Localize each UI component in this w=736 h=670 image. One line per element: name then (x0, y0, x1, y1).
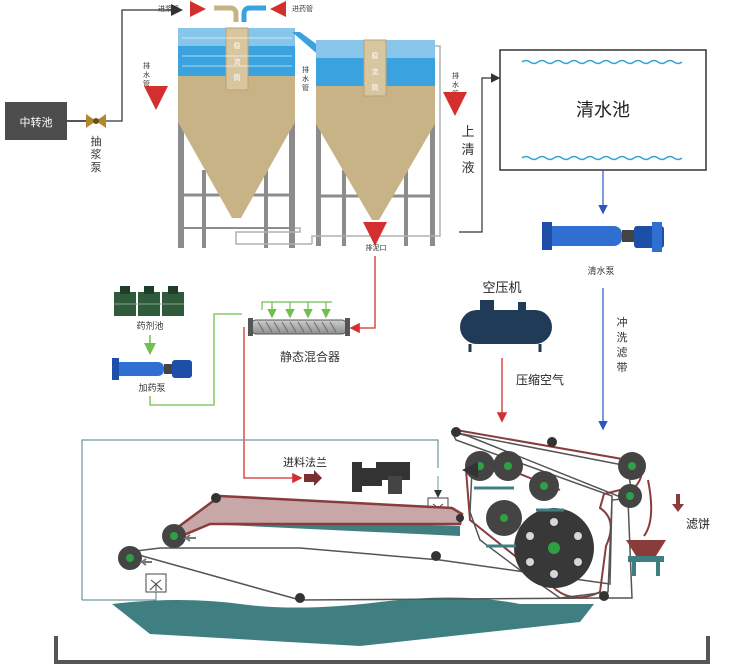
sludge-trays (474, 486, 564, 548)
press-rollers (118, 451, 646, 570)
clear-pump-icon (542, 222, 664, 252)
dosing-pump-icon (112, 358, 192, 380)
idler-rollers (211, 427, 609, 603)
feed-distributor-icon (352, 462, 410, 494)
chemical-tank-label: 药剂池 (136, 320, 163, 332)
compressor-label: 空压机 (482, 281, 521, 296)
sludge-outlet-label: 排泥口 (366, 243, 387, 252)
belt-direction-arrow-1 (183, 534, 196, 542)
drain-pipe-gray-right (311, 45, 441, 244)
svg-text:水: 水 (143, 70, 150, 79)
slurry-pump-text-2: 浆 (91, 147, 102, 161)
cake-drop (643, 479, 653, 537)
press-belt-lower (451, 431, 633, 599)
dosing-line (149, 313, 242, 406)
slurry-pump-label: 抽 浆 泵 (91, 134, 102, 174)
filter-cake-arrow (672, 494, 684, 512)
static-mixer-label: 静态混合器 (280, 349, 340, 364)
drain-pipe-gray-left (235, 227, 312, 245)
drain-pipe-mid-label: 排 (302, 65, 309, 74)
slurry-inlet-pipe (214, 5, 239, 22)
slurry-line (106, 4, 183, 122)
supernatant-line (459, 73, 501, 233)
svg-text:水: 水 (302, 74, 309, 83)
slurry-pump-text-3: 泵 (91, 161, 102, 174)
slurry-pump-valve-icon (86, 114, 106, 128)
drain-pipe-left-label: 排 (143, 61, 150, 70)
drain-pipe-right-label: 排 (452, 71, 459, 80)
transfer-tank: 中转池 (5, 102, 67, 140)
slurry-inlet-pipe-label: 进浆管 (158, 4, 179, 13)
svg-text:水: 水 (452, 80, 459, 89)
compressed-air-label: 压缩空气 (516, 372, 564, 387)
clear-water-tank: 清水池 (499, 49, 707, 171)
static-mixer-icon (248, 318, 350, 336)
feed-flange-arrow (304, 470, 322, 486)
svg-text:流: 流 (234, 57, 241, 66)
svg-text:稳: 稳 (372, 51, 379, 60)
supernatant-text-2: 清 (461, 143, 474, 158)
wash-frame-line (81, 439, 439, 600)
svg-text:稳: 稳 (234, 41, 241, 50)
clear-tank-label: 清水池 (576, 100, 630, 121)
press-drum-icon (514, 508, 594, 588)
filter-cake-label: 滤饼 (686, 517, 710, 531)
dosing-manifold (261, 301, 332, 310)
sludge-feed-line (349, 256, 376, 334)
clear-pump-label: 清水泵 (587, 265, 614, 277)
dosing-inlet-pipe (241, 5, 266, 22)
svg-text:筒: 筒 (372, 83, 379, 92)
svg-text:管: 管 (302, 83, 309, 92)
svg-text:筒: 筒 (234, 73, 241, 82)
chemical-tank (114, 286, 184, 316)
wash-belt-text-2: 洗 (617, 331, 628, 344)
machine-base (54, 636, 710, 664)
belt-direction-arrow-2 (139, 558, 152, 566)
wash-belt-text-1: 冲 (617, 315, 628, 329)
supernatant-text-3: 液 (461, 161, 474, 176)
cake-hopper-icon (626, 540, 666, 576)
wash-belt-text-3: 滤 (617, 346, 628, 359)
compressor-icon (460, 300, 552, 352)
supernatant-text-1: 上 (461, 125, 474, 140)
bottom-tray-water (112, 597, 594, 646)
feed-flange-label: 进料法兰 (283, 455, 327, 469)
wash-belt-text-4: 带 (617, 361, 628, 374)
svg-text:流: 流 (372, 67, 379, 76)
settling-tank-1: 稳 流 筒 (178, 27, 295, 248)
slurry-pump-text-1: 抽 (91, 134, 102, 148)
dosing-inlet-pipe-label: 进药管 (292, 4, 313, 13)
settling-tank-2: 稳 流 筒 (316, 39, 435, 246)
mixer-to-flange-line (243, 327, 303, 484)
spray-nozzle-lower-icon (145, 573, 167, 593)
transfer-tank-label: 中转池 (20, 115, 53, 129)
dosing-pump-label: 加药泵 (138, 383, 165, 394)
svg-text:管: 管 (143, 79, 150, 88)
